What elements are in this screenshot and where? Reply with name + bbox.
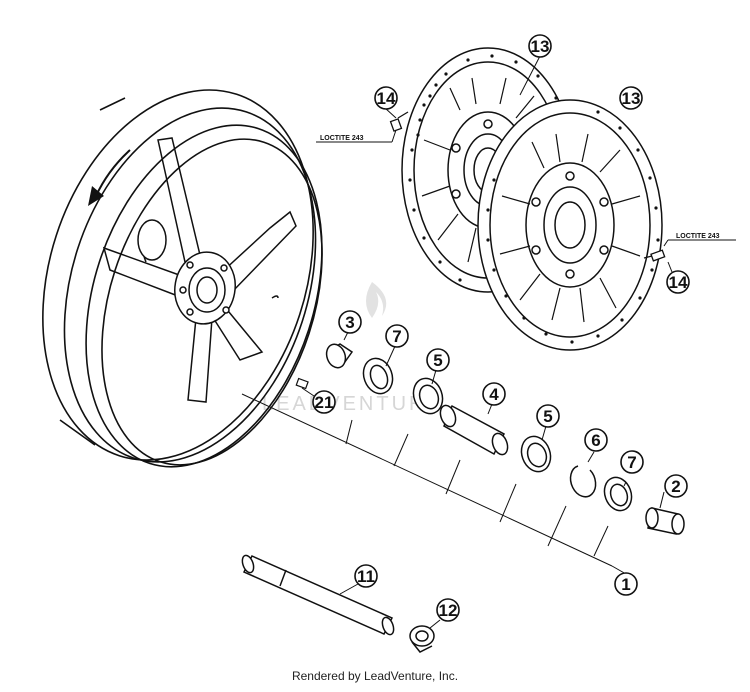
callout-12-label: 12 xyxy=(439,601,458,620)
wheel-rim xyxy=(42,89,323,468)
watermark-text: LEADVENTURE xyxy=(262,393,443,415)
part-12-nut xyxy=(409,625,435,653)
disc-bolt-right xyxy=(643,249,666,262)
callout-5a[interactable]: 5 xyxy=(426,348,450,372)
part-7-seal-left xyxy=(362,357,394,395)
callout-2-label: 2 xyxy=(671,477,680,496)
callout-13a-label: 13 xyxy=(531,37,550,56)
part-4-spacer-tube xyxy=(439,404,509,456)
callout-1[interactable]: 1 xyxy=(614,572,638,596)
part-3-spacer xyxy=(325,343,354,369)
callout-1-label: 1 xyxy=(621,575,630,594)
part-7-seal-right xyxy=(603,476,633,512)
callout-6-label: 6 xyxy=(591,431,600,450)
callout-2[interactable]: 2 xyxy=(664,474,688,498)
callout-7b-label: 7 xyxy=(627,453,636,472)
callout-3-label: 3 xyxy=(345,313,354,332)
callout-11[interactable]: 11 xyxy=(354,564,378,588)
loctite-note-right: LOCTITE 243 xyxy=(676,233,720,240)
part-21-screw xyxy=(295,377,309,390)
part-2-spacer xyxy=(645,507,685,535)
brake-disc-right xyxy=(477,99,663,351)
callout-7a[interactable]: 7 xyxy=(385,324,409,348)
disc-bolt-left xyxy=(389,111,409,132)
leader-14b xyxy=(667,261,673,273)
footer-credit: Rendered by LeadVenture, Inc. xyxy=(292,669,458,683)
callout-14a-label: 14 xyxy=(377,89,396,108)
callout-7b[interactable]: 7 xyxy=(620,450,644,474)
leader-lines xyxy=(301,343,665,557)
part-6-circlip xyxy=(569,465,597,498)
loctite-note-left: LOCTITE 243 xyxy=(320,135,364,142)
callout-14a[interactable]: 14 xyxy=(374,86,398,110)
callout-5a-label: 5 xyxy=(433,351,442,370)
leader-13a xyxy=(519,55,541,96)
callout-12[interactable]: 12 xyxy=(436,598,460,622)
callout-7a-label: 7 xyxy=(392,327,401,346)
callout-4-label: 4 xyxy=(489,385,499,404)
callout-13b[interactable]: 13 xyxy=(619,86,643,110)
callout-13b-label: 13 xyxy=(622,89,641,108)
callout-14b[interactable]: 14 xyxy=(666,270,690,294)
part-5-bearing-right xyxy=(520,435,552,473)
watermark: LEADVENTURE xyxy=(262,282,443,415)
axis-line xyxy=(241,393,613,567)
callout-3[interactable]: 3 xyxy=(338,310,362,334)
callout-6[interactable]: 6 xyxy=(584,428,608,452)
callout-21-label: 21 xyxy=(315,393,334,412)
callout-5b-label: 5 xyxy=(543,407,552,426)
part-11-axle xyxy=(241,554,395,636)
callout-11-label: 11 xyxy=(357,567,375,586)
rotation-arrow-icon xyxy=(88,149,131,206)
wheel-spokes xyxy=(102,137,297,403)
wheel-hub xyxy=(137,219,236,325)
callout-14b-label: 14 xyxy=(669,273,688,292)
callout-21[interactable]: 21 xyxy=(312,390,336,414)
callout-4[interactable]: 4 xyxy=(482,382,506,406)
callout-5b[interactable]: 5 xyxy=(536,404,560,428)
part-5-bearing-left xyxy=(412,377,444,415)
callout-13a[interactable]: 13 xyxy=(528,34,552,58)
